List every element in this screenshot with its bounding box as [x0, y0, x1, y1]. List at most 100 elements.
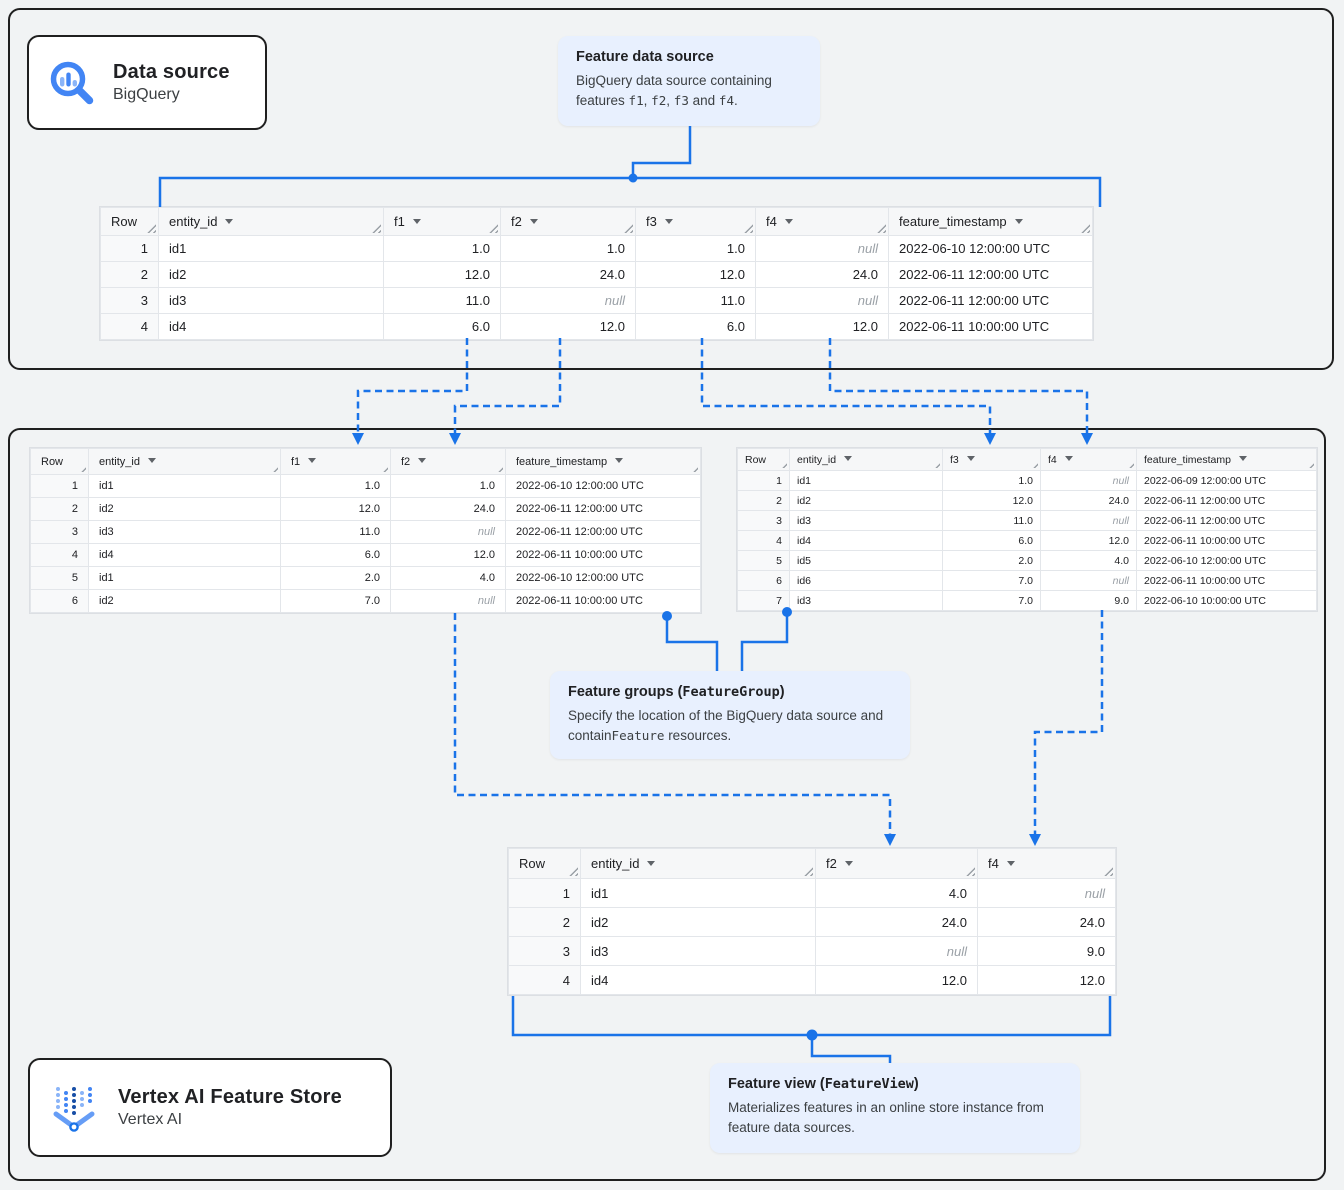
row-number-cell: 5: [30, 566, 89, 590]
column-header-entity_id[interactable]: entity_id: [88, 448, 281, 475]
column-resize-handle[interactable]: [489, 224, 498, 233]
sort-dropdown-icon[interactable]: [647, 861, 656, 866]
text-segment: ): [913, 1076, 919, 1092]
table-cell: 2022-06-10 12:00:00 UTC: [505, 474, 701, 498]
column-header-f4[interactable]: f4: [1040, 448, 1137, 471]
sort-dropdown-icon[interactable]: [225, 219, 234, 224]
column-resize-handle[interactable]: [780, 461, 787, 468]
column-header-f2[interactable]: f2: [500, 207, 636, 236]
column-resize-handle[interactable]: [804, 867, 813, 876]
feature-data-source-callout: Feature data source BigQuery data source…: [558, 36, 820, 126]
column-header-f4[interactable]: f4: [977, 848, 1116, 879]
column-label: entity_id: [99, 455, 140, 468]
table-cell: 7.0: [942, 570, 1041, 591]
text-segment: Feature groups (: [568, 684, 683, 700]
table-cell: id3: [88, 520, 281, 544]
column-header-entity_id[interactable]: entity_id: [580, 848, 816, 879]
column-resize-handle[interactable]: [569, 867, 578, 876]
text-segment: ,: [666, 92, 674, 108]
column-header-f2[interactable]: f2: [390, 448, 506, 475]
sort-dropdown-icon[interactable]: [615, 457, 624, 463]
column-label: f1: [394, 214, 405, 229]
column-resize-handle[interactable]: [691, 465, 698, 472]
table-cell: null: [1040, 470, 1137, 491]
sort-dropdown-icon[interactable]: [1064, 455, 1073, 461]
table-cell: 11.0: [635, 287, 756, 314]
sort-dropdown-icon[interactable]: [1238, 455, 1247, 461]
column-resize-handle[interactable]: [966, 867, 975, 876]
column-resize-handle[interactable]: [1307, 461, 1314, 468]
table-cell: id2: [580, 907, 816, 937]
column-header-f1[interactable]: f1: [280, 448, 391, 475]
sort-dropdown-icon[interactable]: [308, 457, 317, 463]
table-cell: 4.0: [1040, 550, 1137, 571]
column-resize-handle[interactable]: [372, 224, 381, 233]
column-header-row: Row: [30, 448, 89, 475]
sort-dropdown-icon[interactable]: [147, 457, 156, 463]
sort-dropdown-icon[interactable]: [418, 457, 427, 463]
text-segment: BigQuery data source containing features: [576, 73, 772, 108]
column-header-feature_timestamp[interactable]: feature_timestamp: [505, 448, 701, 475]
column-label: entity_id: [591, 856, 640, 871]
column-resize-handle[interactable]: [496, 465, 503, 472]
column-resize-handle[interactable]: [271, 465, 278, 472]
sort-dropdown-icon[interactable]: [784, 219, 793, 224]
data-source-title: Data source: [113, 61, 230, 83]
column-resize-handle[interactable]: [933, 461, 940, 468]
sort-dropdown-icon[interactable]: [966, 455, 975, 461]
sort-dropdown-icon[interactable]: [529, 219, 538, 224]
text-segment: ): [779, 684, 785, 700]
table-cell: id4: [580, 965, 816, 995]
table-cell: 7.0: [280, 589, 391, 613]
column-header-row: Row: [737, 448, 790, 471]
column-header-entity_id[interactable]: entity_id: [789, 448, 943, 471]
column-header-feature_timestamp[interactable]: feature_timestamp: [888, 207, 1093, 236]
sort-dropdown-icon[interactable]: [844, 455, 853, 461]
table-cell: id2: [789, 490, 943, 511]
data-source-subtitle: BigQuery: [113, 86, 180, 103]
column-resize-handle[interactable]: [147, 224, 156, 233]
text-segment: resources.: [664, 727, 732, 743]
row-number-cell: 4: [508, 965, 581, 995]
row-number-cell: 3: [100, 287, 159, 314]
column-resize-handle[interactable]: [381, 465, 388, 472]
code-text: f4: [718, 92, 735, 108]
column-resize-handle[interactable]: [877, 224, 886, 233]
table-cell: 2022-06-11 10:00:00 UTC: [505, 543, 701, 567]
table-cell: 24.0: [390, 497, 506, 521]
column-header-entity_id[interactable]: entity_id: [158, 207, 384, 236]
column-resize-handle[interactable]: [1104, 867, 1113, 876]
column-header-f3[interactable]: f3: [942, 448, 1041, 471]
sort-dropdown-icon[interactable]: [1006, 861, 1015, 866]
column-resize-handle[interactable]: [744, 224, 753, 233]
column-resize-handle[interactable]: [1031, 461, 1038, 468]
column-header-f3[interactable]: f3: [635, 207, 756, 236]
column-label: feature_timestamp: [899, 214, 1007, 229]
sort-dropdown-icon[interactable]: [844, 861, 853, 866]
column-header-feature_timestamp[interactable]: feature_timestamp: [1136, 448, 1317, 471]
column-resize-handle[interactable]: [1081, 224, 1090, 233]
table-cell: id1: [580, 878, 816, 908]
column-label: entity_id: [169, 214, 218, 229]
sort-dropdown-icon[interactable]: [1014, 219, 1023, 224]
sort-dropdown-icon[interactable]: [664, 219, 673, 224]
table-cell: 4.0: [390, 566, 506, 590]
column-resize-handle[interactable]: [79, 465, 86, 472]
table-cell: 2022-06-11 10:00:00 UTC: [1136, 570, 1317, 591]
column-resize-handle[interactable]: [1127, 461, 1134, 468]
column-resize-handle[interactable]: [624, 224, 633, 233]
column-header-f4[interactable]: f4: [755, 207, 889, 236]
table-cell: 24.0: [755, 261, 889, 288]
sort-dropdown-icon[interactable]: [412, 219, 421, 224]
table-cell: 11.0: [942, 510, 1041, 531]
table-cell: 2022-06-10 12:00:00 UTC: [1136, 550, 1317, 571]
column-header-f2[interactable]: f2: [815, 848, 978, 879]
table-cell: 12.0: [755, 313, 889, 340]
column-header-f1[interactable]: f1: [383, 207, 501, 236]
table-cell: 12.0: [815, 965, 978, 995]
